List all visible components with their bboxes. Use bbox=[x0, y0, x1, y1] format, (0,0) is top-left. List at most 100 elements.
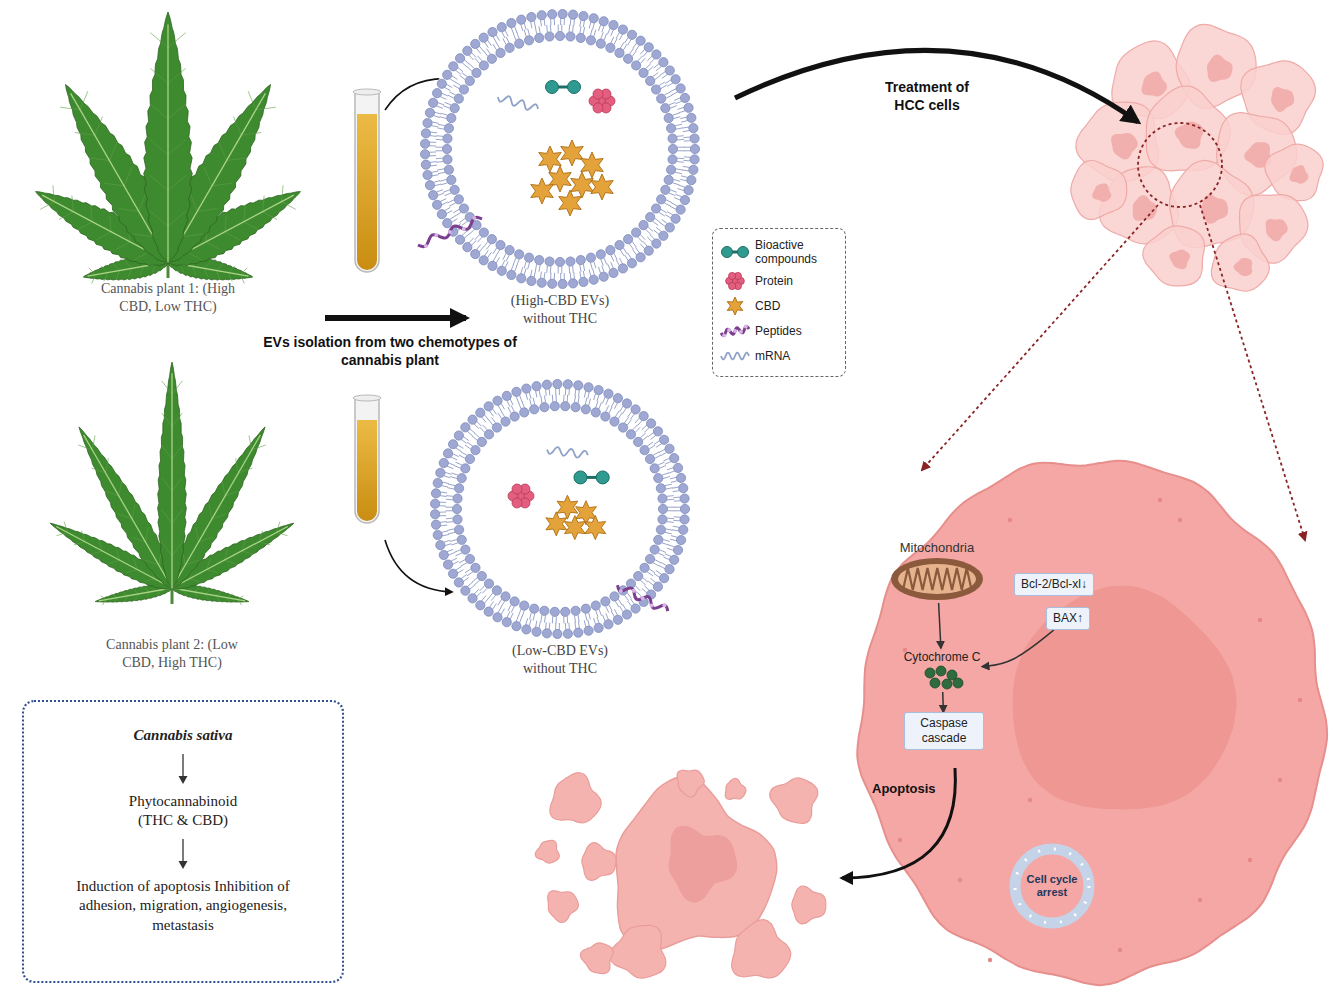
protein-box: Bcl-2/Bcl-xl↓ bbox=[1014, 573, 1094, 596]
cytoplasm-dot bbox=[1178, 518, 1182, 522]
legend-text: Bioactive compounds bbox=[755, 238, 840, 267]
summary-text: Cannabis sativa bbox=[134, 726, 233, 746]
peptide-symbol bbox=[618, 585, 668, 611]
cannabis-leaf: Cannabis plant 2: (Low CBD, High THC) bbox=[32, 352, 312, 671]
zoom-circle bbox=[1138, 123, 1222, 207]
vesicle bbox=[418, 9, 700, 289]
legend-symbol bbox=[718, 270, 752, 292]
cytoplasm-dot bbox=[1118, 948, 1122, 952]
cbd-symbol bbox=[576, 501, 597, 525]
transfer-arrow bbox=[385, 540, 452, 592]
protein-box: BAX↑ bbox=[1046, 607, 1090, 630]
vesicle-caption: (Low-CBD EVs) without THC bbox=[498, 642, 623, 677]
bioactive-compound-symbol bbox=[574, 471, 609, 484]
legend-symbol bbox=[718, 241, 752, 263]
cannabis-leaf: Cannabis plant 1: (High CBD, Low THC) bbox=[28, 4, 308, 315]
plant-caption: Cannabis plant 1: (High CBD, Low THC) bbox=[93, 280, 243, 315]
cytoplasm-dot bbox=[1258, 618, 1262, 622]
process-label: Treatment of HCC cells bbox=[868, 78, 986, 114]
flow-arrow bbox=[176, 752, 190, 786]
hcc-nucleus bbox=[1133, 195, 1157, 221]
process-label: Apoptosis bbox=[872, 781, 936, 798]
summary-text: Induction of apoptosis Inhibition of adh… bbox=[66, 877, 301, 936]
mrna-symbol bbox=[498, 96, 538, 109]
isolation-arrow bbox=[325, 315, 466, 321]
treatment-arrow bbox=[735, 50, 1138, 122]
apoptotic-bodies bbox=[535, 770, 826, 978]
legend-box: Bioactive compoundsProteinCBD Peptides mRN… bbox=[712, 228, 846, 377]
vesicle-picture bbox=[410, 8, 710, 290]
mrna-symbol bbox=[547, 447, 588, 457]
cytoplasm-dot bbox=[1198, 898, 1202, 902]
summary-text: Phytocannabinoid (THC & CBD) bbox=[118, 792, 248, 831]
cbd-symbol bbox=[571, 172, 594, 198]
hcc-nucleus bbox=[1111, 133, 1138, 159]
part-label: Cytochrome C bbox=[904, 650, 981, 664]
lipid-bilayer bbox=[421, 9, 700, 288]
legend-symbol bbox=[718, 295, 752, 317]
pathway-arrow bbox=[982, 630, 1054, 667]
leaf bbox=[50, 362, 294, 605]
vesicle-caption: (High-CBD EVs) without THC bbox=[498, 292, 623, 327]
lipid-bilayer bbox=[431, 379, 690, 638]
leaf bbox=[36, 12, 301, 284]
test-tube bbox=[353, 395, 381, 523]
apoptosis-arrow bbox=[842, 768, 955, 878]
cbd-symbol bbox=[727, 297, 743, 315]
bioactive-compound-symbol bbox=[722, 247, 749, 258]
cytoplasm-dot bbox=[1008, 518, 1012, 522]
hcc-nucleus bbox=[1201, 195, 1228, 224]
hcc-cell-enlarged bbox=[857, 461, 1327, 985]
pathway-arrow bbox=[939, 603, 941, 648]
zoom-line bbox=[922, 205, 1158, 470]
ring-text: Cell cycle arrest bbox=[1024, 873, 1080, 898]
hcc-cell bbox=[1211, 234, 1269, 291]
legend-entry: Peptides bbox=[718, 320, 840, 342]
part-label: Mitochondria bbox=[900, 540, 974, 555]
legend-text: Protein bbox=[755, 274, 793, 288]
flow-arrow bbox=[176, 837, 190, 871]
summary-box: Cannabis sativaPhytocannabinoid (THC & C… bbox=[22, 700, 344, 983]
nucleus bbox=[1013, 586, 1237, 810]
cytoplasm-dot bbox=[988, 958, 992, 962]
zoom-line bbox=[1200, 205, 1305, 540]
ring-picture bbox=[1009, 843, 1095, 929]
peptide-symbol bbox=[721, 324, 749, 337]
cytoplasm-dot bbox=[898, 838, 902, 842]
cytochrome-dots bbox=[912, 664, 972, 690]
hcc-nucleus bbox=[1092, 183, 1111, 201]
cytoplasm-dot bbox=[1298, 698, 1302, 702]
leaf-picture bbox=[28, 4, 308, 276]
cbd-symbol bbox=[549, 166, 572, 192]
cbd-symbol bbox=[546, 512, 567, 536]
cbd-symbol bbox=[561, 140, 584, 166]
leaf-picture bbox=[32, 352, 312, 632]
cytoplasm-dot bbox=[958, 878, 962, 882]
hcc-nucleus bbox=[1234, 258, 1253, 276]
cytoplasm-dot bbox=[903, 648, 907, 652]
legend-symbol bbox=[718, 320, 752, 342]
legend-entry: Protein bbox=[718, 270, 840, 292]
protein-symbol bbox=[589, 89, 615, 113]
hcc-nucleus bbox=[1169, 249, 1190, 269]
vesicle-picture bbox=[420, 378, 700, 640]
legend-entry: mRNA bbox=[718, 345, 840, 367]
legend-entry: CBD bbox=[718, 295, 840, 317]
extracellular-vesicle: (Low-CBD EVs) without THC bbox=[420, 378, 700, 677]
mitochondrion-picture bbox=[887, 555, 987, 603]
protein-symbol bbox=[508, 484, 534, 508]
cbd-symbol bbox=[585, 516, 606, 540]
box-text: Bcl-2/Bcl-xl↓ bbox=[1021, 577, 1087, 592]
legend-entry: Bioactive compounds bbox=[718, 238, 840, 267]
cytoplasm-dot bbox=[1248, 858, 1252, 862]
protein-symbol bbox=[726, 272, 745, 289]
hcc-nucleus bbox=[1266, 219, 1288, 241]
cbd-symbol bbox=[591, 174, 614, 200]
plant-caption: Cannabis plant 2: (Low CBD, High THC) bbox=[97, 636, 247, 671]
cytoplasm-dot bbox=[1028, 798, 1032, 802]
hcc-cell-cluster bbox=[1071, 25, 1323, 292]
hcc-cell bbox=[1143, 226, 1205, 286]
